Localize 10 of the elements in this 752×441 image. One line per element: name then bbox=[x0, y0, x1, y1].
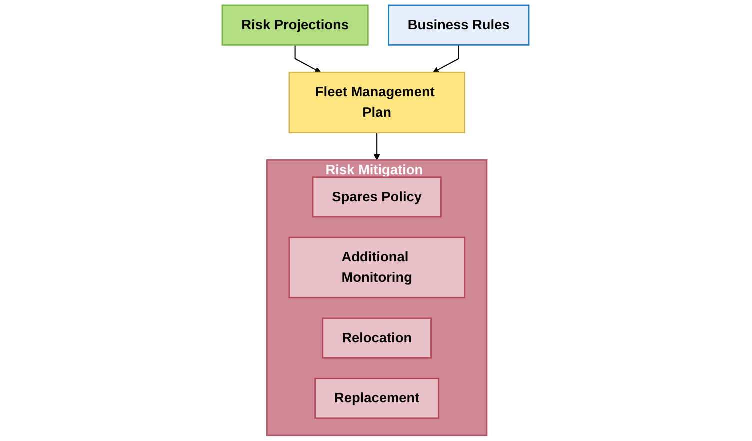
node-box: Business Rules bbox=[388, 4, 530, 46]
node-box: Risk Projections bbox=[222, 4, 370, 46]
arrow bbox=[433, 45, 460, 73]
arrow bbox=[374, 132, 380, 161]
node-box: Spares Policy bbox=[312, 176, 442, 218]
node-box: Fleet Management Plan bbox=[289, 72, 466, 134]
node-box: Replacement bbox=[314, 378, 440, 420]
node-box: Additional Monitoring bbox=[289, 236, 466, 299]
node-box: Relocation bbox=[322, 318, 432, 359]
arrow bbox=[295, 45, 322, 73]
